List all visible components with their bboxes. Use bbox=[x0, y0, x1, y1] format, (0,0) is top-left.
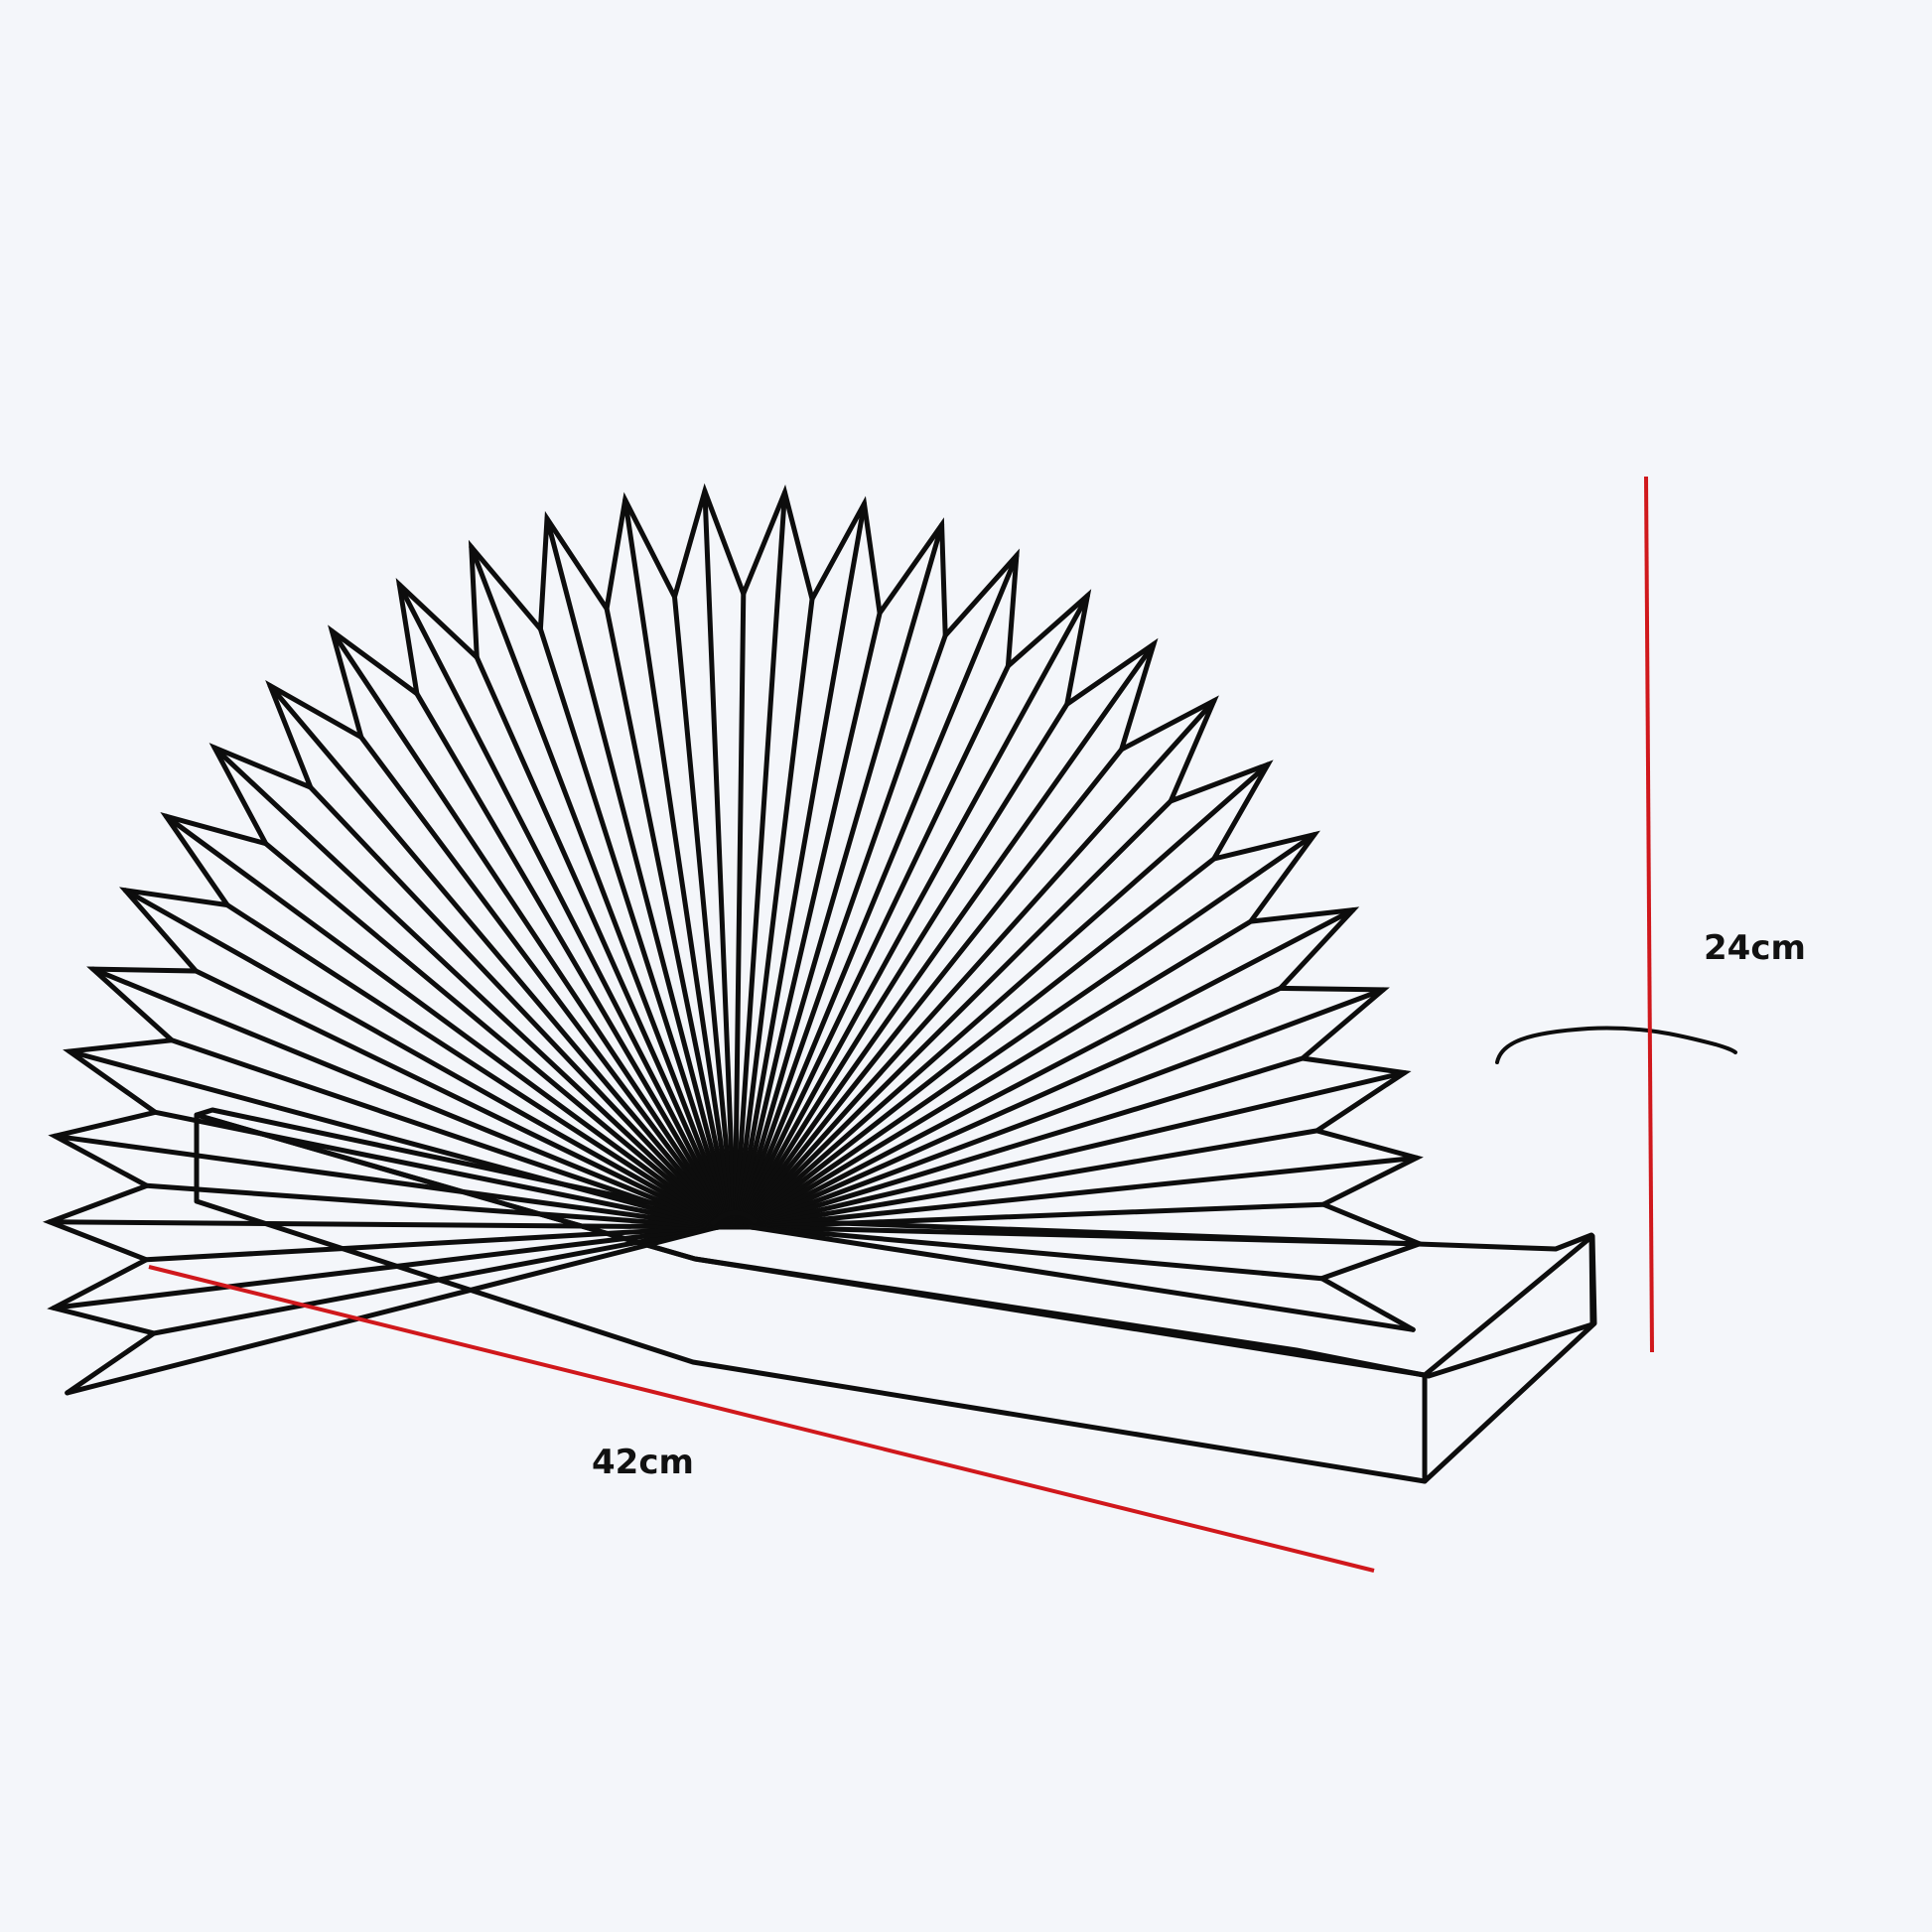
fan-fold-line bbox=[746, 1128, 1319, 1230]
fan-fold-line bbox=[52, 1133, 724, 1230]
fan-fold-line bbox=[329, 628, 732, 1230]
fan-fold-line bbox=[743, 985, 1284, 1230]
fan-fold-line bbox=[308, 784, 730, 1230]
height-dimension-line bbox=[1644, 476, 1654, 1353]
fan-fold-line bbox=[604, 606, 736, 1230]
fan-fold-line bbox=[748, 1224, 1324, 1282]
fan-fold-line bbox=[90, 966, 727, 1230]
fan-fold-line bbox=[739, 747, 1125, 1230]
fan-fold-line bbox=[474, 654, 734, 1230]
fan-fold-line bbox=[702, 488, 738, 1230]
fan-fold-line bbox=[544, 515, 735, 1230]
fan-fold-line bbox=[263, 841, 729, 1230]
fan-fold-line bbox=[738, 701, 1070, 1230]
fan-fold-line bbox=[742, 832, 1317, 1230]
fan-fold-line bbox=[735, 522, 945, 1230]
fan-fold-line bbox=[396, 582, 733, 1230]
fan-fold-line bbox=[51, 1224, 722, 1311]
fan-fold-line bbox=[672, 594, 737, 1230]
fan-fold-line bbox=[746, 1155, 1420, 1230]
fan-fold-line bbox=[745, 1070, 1408, 1230]
fan-fold-line bbox=[744, 987, 1386, 1230]
fan-fold-line bbox=[736, 632, 948, 1230]
fan-fold-line bbox=[743, 907, 1356, 1230]
fan-fold-line bbox=[122, 888, 728, 1230]
fan-fold-line bbox=[267, 683, 731, 1230]
fan-fold-line bbox=[151, 1224, 722, 1336]
fan-fold-line bbox=[735, 611, 883, 1230]
fan-fold-line bbox=[358, 735, 732, 1230]
width-dimension-line bbox=[148, 1265, 1375, 1573]
fan-fold-line bbox=[224, 902, 728, 1230]
fan-fold-line bbox=[747, 1201, 1326, 1230]
fan-fold-line bbox=[622, 497, 737, 1230]
fan-fold-line bbox=[163, 813, 729, 1230]
fan-fold-line bbox=[742, 918, 1254, 1230]
fan-fold-line bbox=[733, 489, 787, 1230]
fan-fold-line bbox=[734, 500, 867, 1230]
fan-fold-line bbox=[65, 1224, 721, 1396]
fan-fold-line bbox=[736, 553, 1020, 1230]
fan-fold-line bbox=[740, 798, 1173, 1230]
fan-fold-line bbox=[469, 544, 734, 1230]
fan-fold-line bbox=[152, 1109, 725, 1230]
width-label: 42cm bbox=[592, 1443, 694, 1482]
base-side-face bbox=[1422, 1233, 1597, 1484]
height-label: 24cm bbox=[1704, 928, 1806, 968]
fan-fold-line bbox=[414, 691, 733, 1230]
fan-fold-line bbox=[741, 761, 1271, 1230]
fan-fold-line bbox=[737, 663, 1011, 1230]
fan-fold-line bbox=[737, 593, 1090, 1230]
fan-fold-line bbox=[537, 626, 735, 1230]
fan-fold-line bbox=[47, 1219, 723, 1230]
fan-fold-line bbox=[67, 1048, 725, 1230]
power-cord bbox=[1495, 1026, 1737, 1064]
fan-fold-line bbox=[732, 591, 747, 1230]
fan-fold-line bbox=[169, 1037, 726, 1230]
pleated-paper-fan bbox=[42, 483, 1427, 1396]
book-base bbox=[194, 1107, 1597, 1484]
fan-fold-line bbox=[193, 968, 727, 1230]
fan-fold-line bbox=[733, 596, 815, 1230]
fan-fold-line bbox=[740, 698, 1217, 1230]
spine-notch bbox=[710, 1210, 758, 1226]
fan-fold-line bbox=[747, 1224, 1423, 1247]
fan-fold-line bbox=[143, 1224, 723, 1263]
fan-fold-line bbox=[738, 641, 1157, 1230]
fan-fold-line bbox=[748, 1224, 1416, 1332]
fan-fold-line bbox=[211, 745, 730, 1230]
fan-fold-line bbox=[745, 1055, 1306, 1230]
fan-fold-line bbox=[741, 856, 1217, 1230]
fan-fold-line bbox=[144, 1182, 724, 1230]
